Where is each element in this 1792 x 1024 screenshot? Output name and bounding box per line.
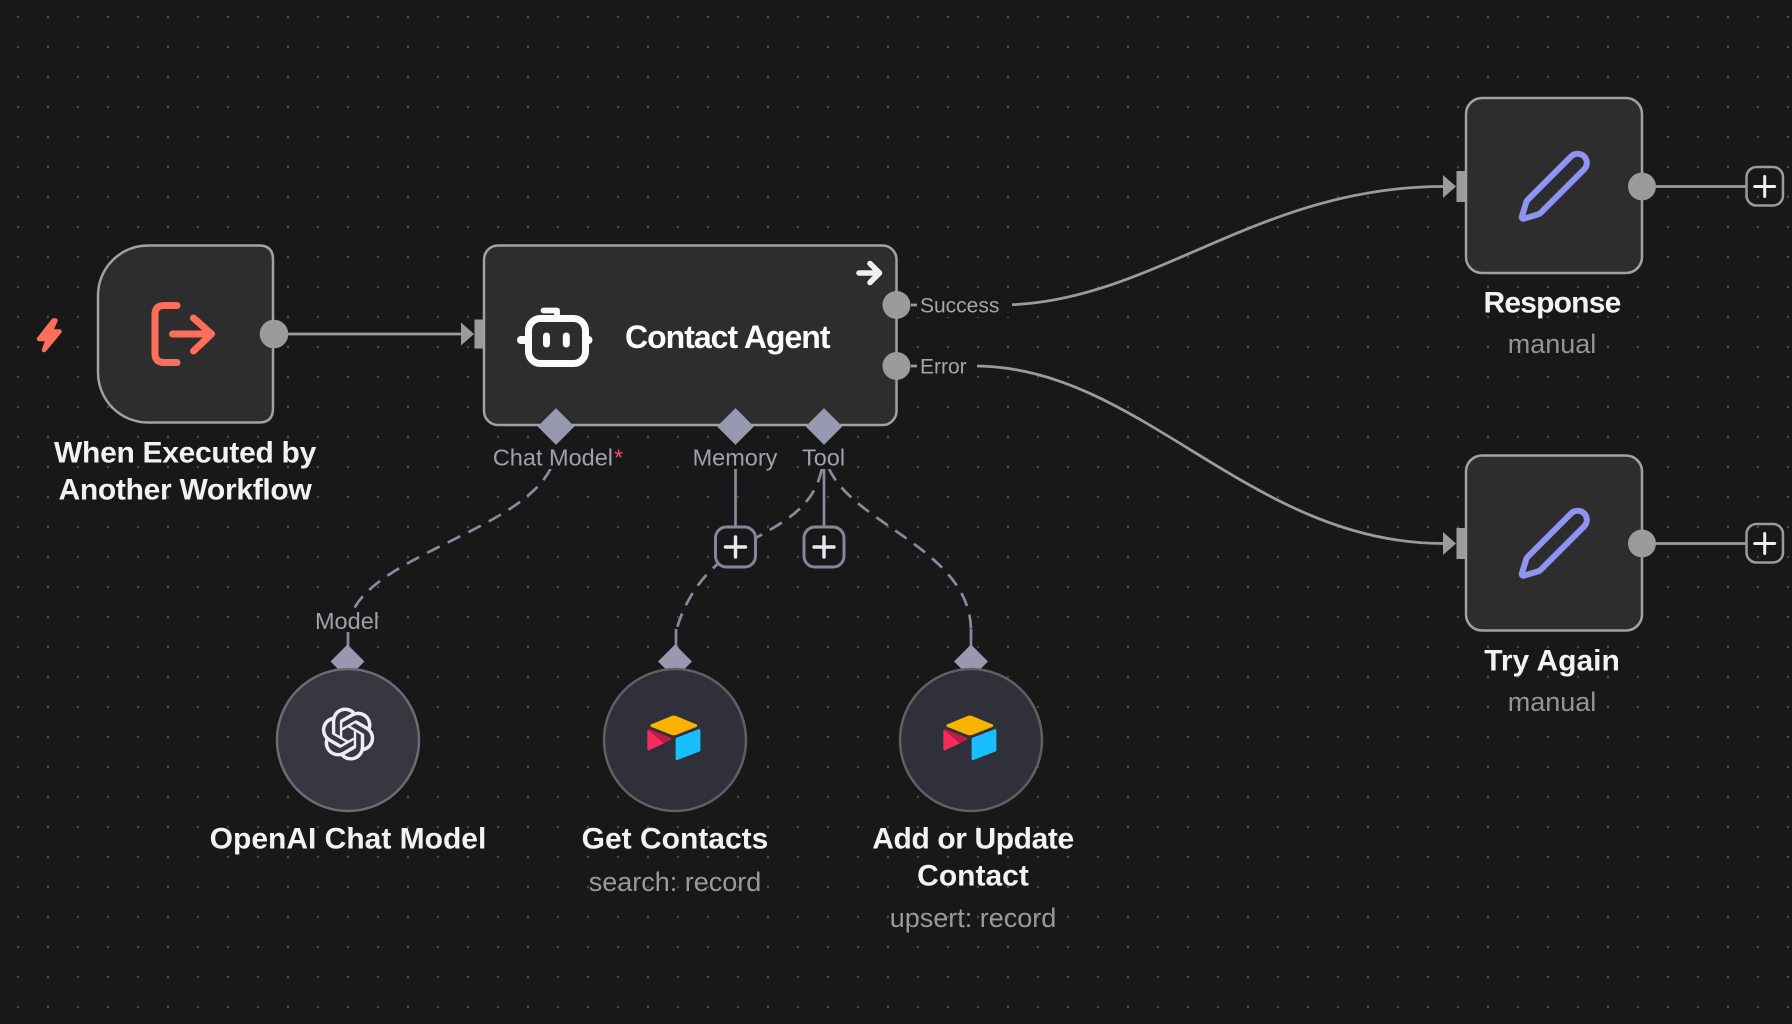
svg-text:Response: Response <box>1484 287 1621 320</box>
svg-text:Add or Update: Add or Update <box>872 823 1073 856</box>
svg-text:Contact: Contact <box>917 860 1029 893</box>
svg-text:upsert: record: upsert: record <box>890 903 1057 933</box>
svg-text:Chat Model*: Chat Model* <box>493 445 623 471</box>
svg-text:Memory: Memory <box>693 445 778 471</box>
svg-text:Try Again: Try Again <box>1484 645 1620 678</box>
svg-text:Error: Error <box>920 356 967 379</box>
svg-text:search: record: search: record <box>589 867 762 897</box>
svg-text:manual: manual <box>1508 329 1597 359</box>
svg-text:manual: manual <box>1508 687 1597 717</box>
svg-text:Contact Agent: Contact Agent <box>625 319 831 355</box>
svg-text:Success: Success <box>920 295 999 318</box>
svg-text:OpenAI Chat Model: OpenAI Chat Model <box>210 823 487 856</box>
svg-text:Another Workflow: Another Workflow <box>59 474 313 507</box>
svg-text:Model: Model <box>315 608 379 634</box>
svg-text:When Executed by: When Executed by <box>54 437 317 470</box>
svg-text:Tool: Tool <box>802 445 845 471</box>
svg-text:Get Contacts: Get Contacts <box>582 823 769 856</box>
